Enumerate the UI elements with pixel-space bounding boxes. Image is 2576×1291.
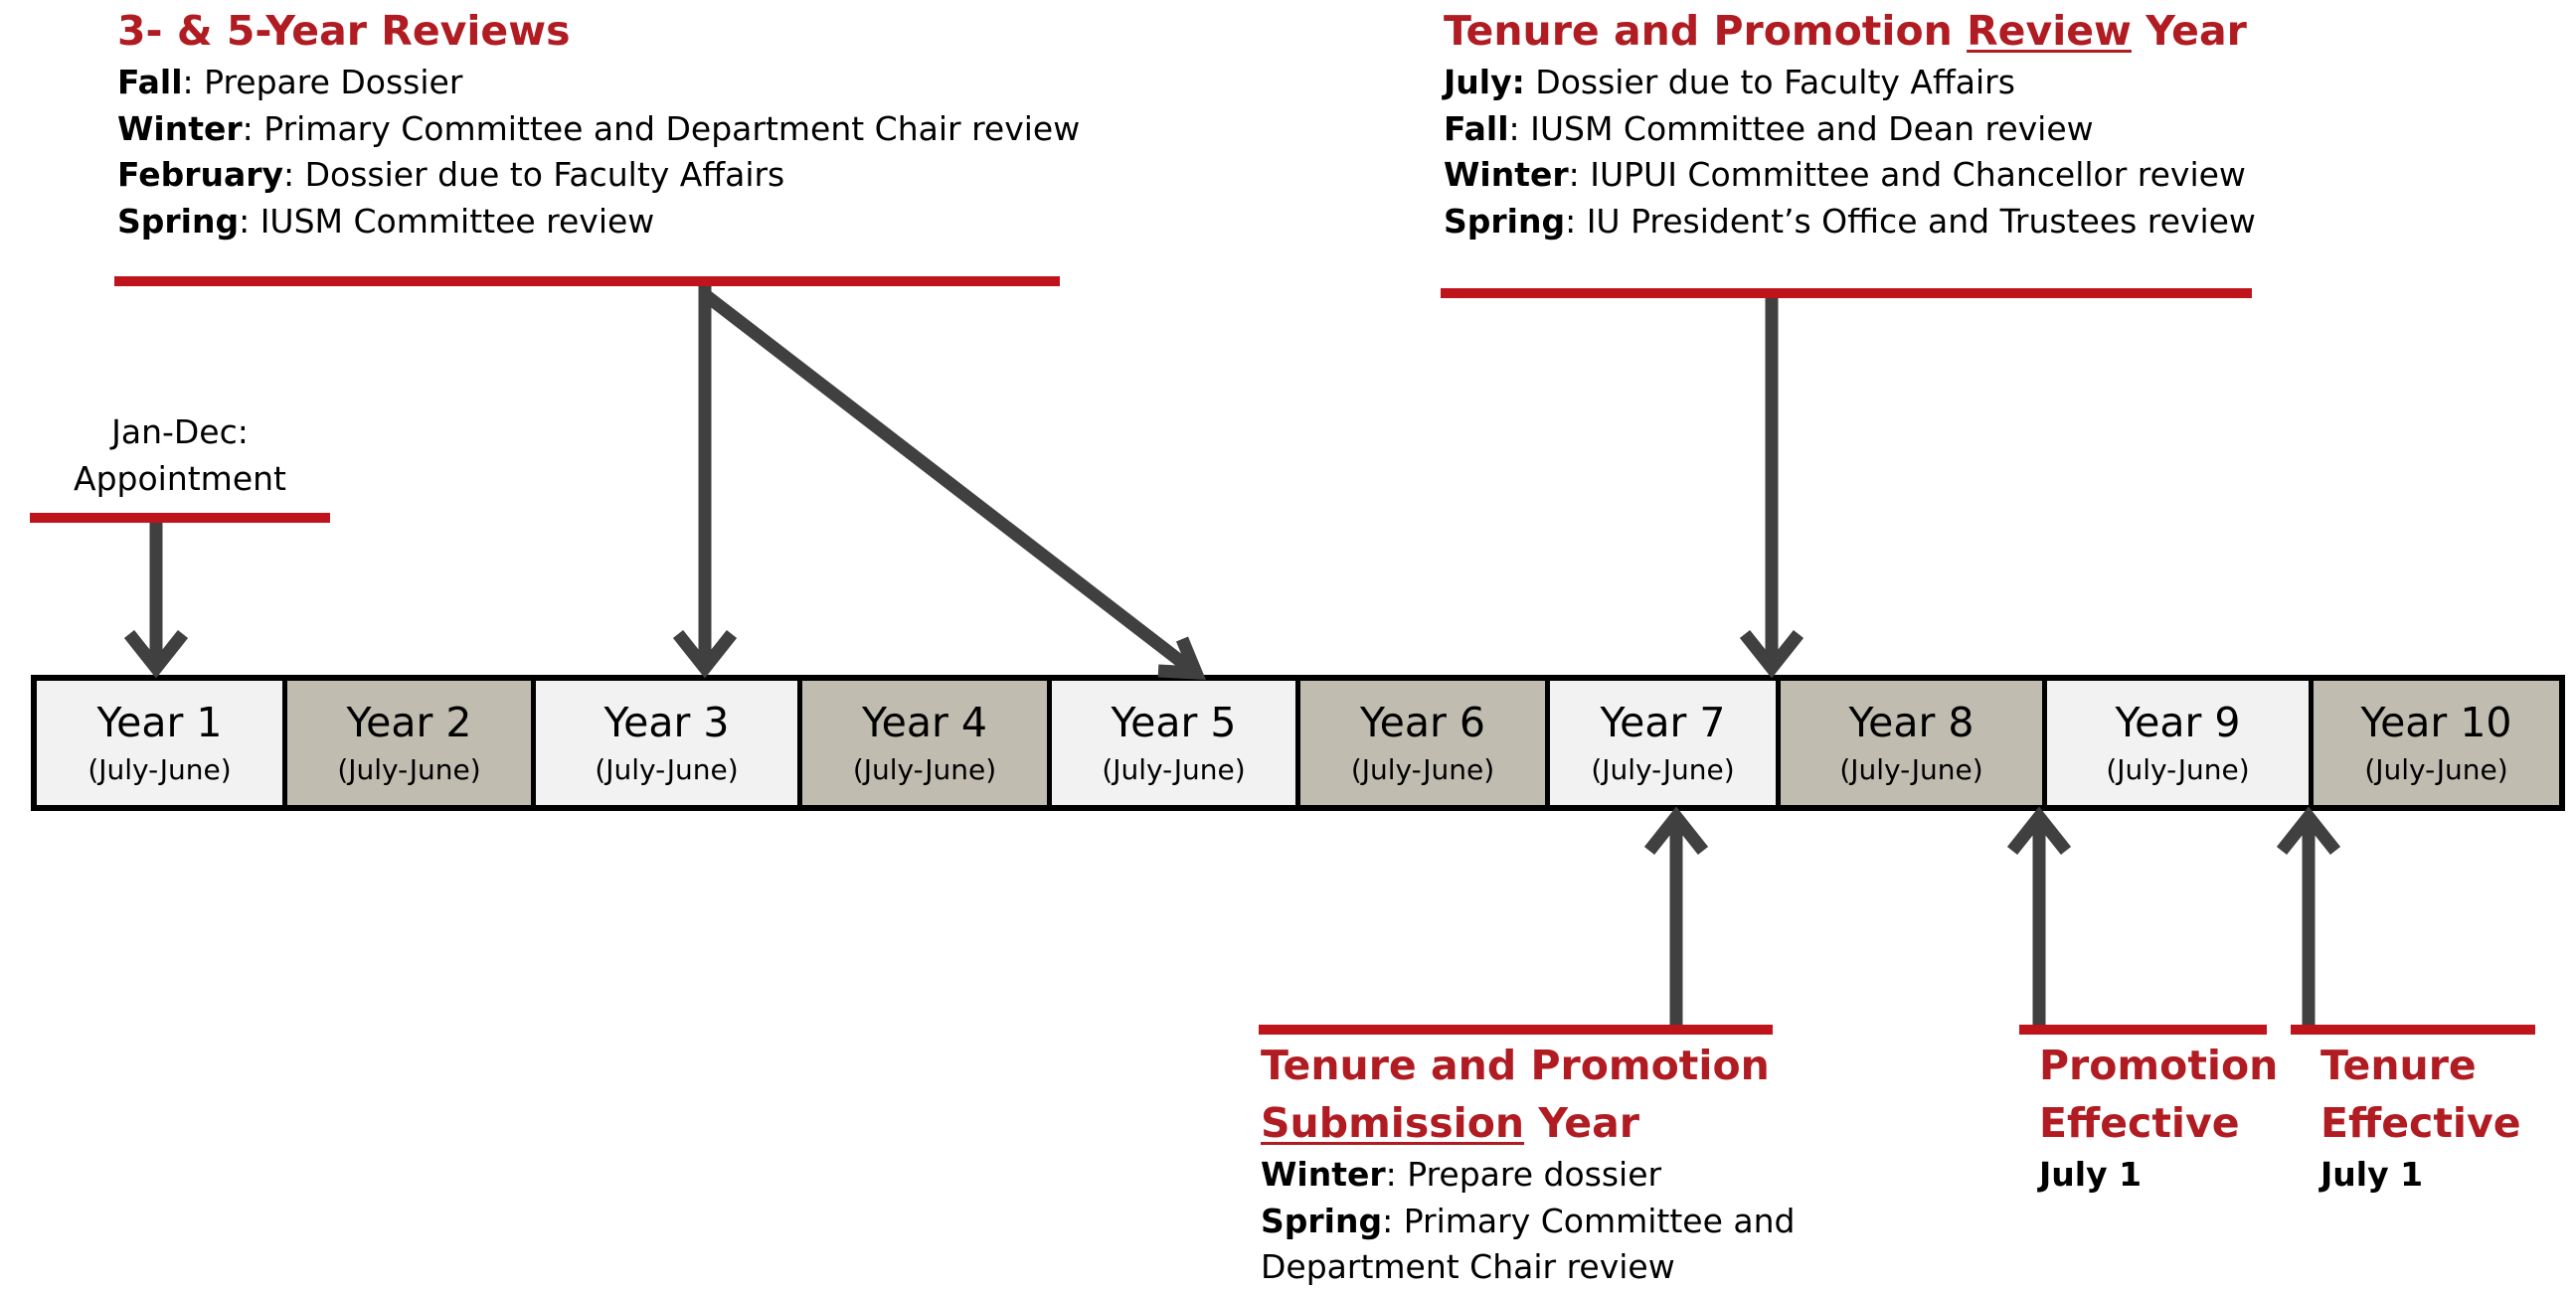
year-range: (July-June) [1350,752,1495,786]
year-label: Year 7 [1600,698,1726,746]
year-label: Year 9 [2115,698,2241,746]
year-label: Year 10 [2360,698,2512,746]
reviews-3-5-item: Spring: IUSM Committee review [117,201,655,241]
reviews-3-5-item: Fall: Prepare Dossier [117,63,463,101]
year-range: (July-June) [337,752,481,786]
appointment-line1: Jan-Dec: [111,412,249,451]
year-range: (July-June) [852,752,997,786]
reviews-3-5-item: February: Dossier due to Faculty Affairs [117,155,785,194]
year-label: Year 1 [96,698,223,746]
submission-title-line1: Tenure and Promotion [1261,1042,1770,1089]
reviews-3-5-title: 3- & 5-Year Reviews [117,7,571,55]
reviews-3-5-divider [114,276,1060,286]
tenure-arrow-icon [2276,806,2341,1025]
year-range: (July-June) [2106,752,2250,786]
promotion-effective-block: Promotion Effective July 1 [2039,1037,2278,1199]
review-year-item: Fall: IUSM Committee and Dean review [1444,108,2094,148]
review-year-item: Winter: IUPUI Committee and Chancellor r… [1444,155,2246,194]
review-year-item: Spring: IU President’s Office and Truste… [1444,201,2256,241]
submission-year-block: Tenure and Promotion Submission Year Win… [1261,1037,1795,1291]
year-cell: Year 6 (July-June) [1300,681,1550,805]
tenure-date: July 1 [2320,1155,2424,1194]
submission-title-line2: Submission Year [1261,1099,1639,1147]
year3-arrow-icon [672,286,738,679]
review-year-block: Tenure and Promotion Review Year July: D… [1444,2,2256,244]
appointment-divider [30,513,330,523]
year-cell: Year 5 (July-June) [1052,681,1300,805]
submission-arrow-icon [1643,806,1709,1025]
submission-item: Spring: Primary Committee and [1261,1201,1796,1240]
year-label: Year 8 [1848,698,1975,746]
year-cell: Year 4 (July-June) [802,681,1052,805]
year-label: Year 2 [346,698,472,746]
year-cell: Year 7 (July-June) [1550,681,1781,805]
promotion-date: July 1 [2039,1155,2143,1194]
year-cell: Year 8 (July-June) [1781,681,2047,805]
promotion-divider [2019,1025,2267,1035]
year-label: Year 4 [862,698,987,746]
year5-arrow-icon [703,290,1206,681]
review-year-item: July: Dossier due to Faculty Affairs [1444,63,2015,101]
promotion-arrow-icon [2006,806,2072,1025]
appointment-label: Jan-Dec: Appointment [30,409,330,502]
tenure-line1: Tenure [2320,1042,2477,1089]
year-timeline: Year 1 (July-June) Year 2 (July-June) Ye… [31,675,2565,811]
year-range: (July-June) [87,752,232,786]
year-cell: Year 3 (July-June) [536,681,802,805]
year-label: Year 3 [603,698,730,746]
submission-item: Winter: Prepare dossier [1261,1155,1662,1194]
year-cell: Year 1 (July-June) [37,681,287,805]
year8-review-arrow-icon [1739,298,1804,679]
reviews-3-5-item: Winter: Primary Committee and Department… [117,108,1081,148]
appointment-arrow-icon [123,523,189,679]
tenure-line2: Effective [2320,1099,2521,1147]
submission-item-continuation: Department Chair review [1261,1247,1675,1286]
year-cell: Year 10 (July-June) [2314,681,2559,805]
reviews-3-5-block: 3- & 5-Year Reviews Fall: Prepare Dossie… [117,2,1080,244]
review-year-divider [1441,288,2252,298]
year-range: (July-June) [2364,752,2508,786]
year-range: (July-June) [1839,752,1983,786]
tenure-effective-block: Tenure Effective July 1 [2320,1037,2521,1199]
year-label: Year 6 [1360,698,1485,746]
year-cell: Year 9 (July-June) [2047,681,2314,805]
promotion-line2: Effective [2039,1099,2240,1147]
tenure-divider [2291,1025,2535,1035]
appointment-line2: Appointment [74,458,286,498]
review-year-title: Tenure and Promotion Review Year [1444,7,2247,55]
year-label: Year 5 [1111,698,1237,746]
year-range: (July-June) [1102,752,1246,786]
promotion-line1: Promotion [2039,1042,2279,1089]
year-range: (July-June) [595,752,739,786]
year-cell: Year 2 (July-June) [287,681,536,805]
submission-divider [1259,1025,1773,1035]
year-range: (July-June) [1591,752,1735,786]
